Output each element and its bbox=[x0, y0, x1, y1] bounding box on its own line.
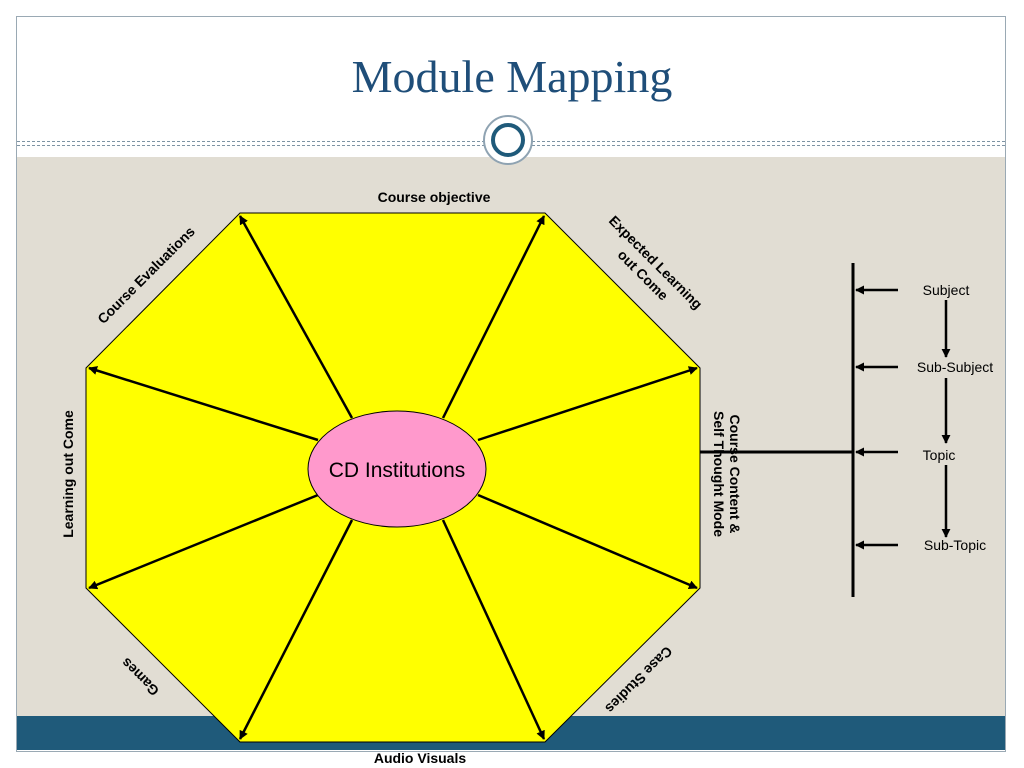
label-sub-topic: Sub-Topic bbox=[924, 537, 986, 553]
label-learning-out-come: Learning out Come bbox=[60, 410, 76, 538]
arrow-bottom-left-vertex bbox=[238, 519, 354, 740]
label-course-content-line2: Self Thought Mode bbox=[711, 411, 727, 537]
title-ring-icon bbox=[483, 115, 533, 165]
arrow-top-right-vertex bbox=[441, 215, 546, 419]
center-ellipse bbox=[307, 410, 487, 528]
hierarchy-structure bbox=[700, 263, 951, 597]
center-label: CD Institutions bbox=[329, 459, 466, 482]
arrow-top-left-vertex bbox=[238, 215, 354, 419]
label-topic: Topic bbox=[923, 447, 956, 463]
arrow-bottom-right-vertex bbox=[441, 519, 546, 740]
label-course-content-line1: Course Content & bbox=[727, 415, 743, 534]
slide-title: Module Mapping bbox=[351, 51, 673, 102]
arrow-left-upper-vertex bbox=[88, 366, 319, 442]
label-course-content: Course Content & Self Thought Mode bbox=[711, 411, 743, 537]
arrow-right-upper-vertex bbox=[477, 366, 698, 442]
svg-text:Learning out Come: Learning out Come bbox=[60, 410, 76, 538]
label-audio-visuals: Audio Visuals bbox=[374, 750, 467, 766]
label-sub-subject: Sub-Subject bbox=[917, 359, 993, 375]
spoke-arrows bbox=[88, 215, 698, 740]
svg-text:Games: Games bbox=[118, 655, 162, 699]
label-course-objective: Course objective bbox=[378, 189, 491, 205]
label-games: Games bbox=[118, 655, 162, 699]
arrow-right-lower-vertex bbox=[477, 493, 698, 590]
label-subject: Subject bbox=[923, 282, 970, 298]
arrow-left-lower-vertex bbox=[88, 493, 319, 590]
title-ring-inner bbox=[491, 123, 525, 157]
